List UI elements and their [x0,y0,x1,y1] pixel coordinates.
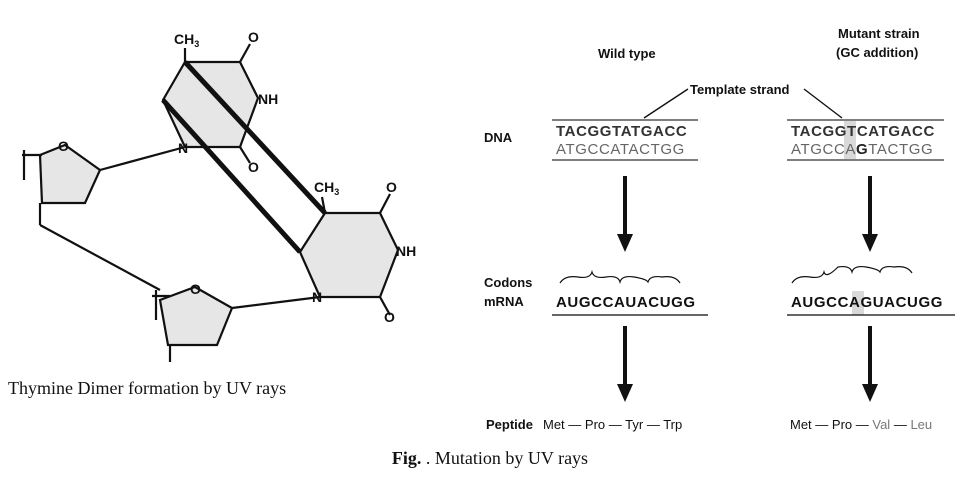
mutant-dna-bottom: ATGCCAGTACTGG [791,141,933,158]
mutation-highlight [844,121,856,159]
left-caption: Thymine Dimer formation by UV rays [8,378,287,398]
mutant-heading-line2: (GC addition) [836,45,918,60]
dna-label: DNA [484,130,513,145]
mutation-highlight [852,291,864,315]
figure-caption: Fig. . Mutation by UV rays [0,448,980,469]
codon-braces [559,265,913,285]
atom-labels: CH3 O NH N O O CH3 O NH N O O [58,29,416,325]
ch3-label: CH3 [314,179,339,197]
upper-sugar-ring [38,143,102,205]
sugar-o-label: O [58,138,69,154]
wild-dna-bottom: ATGCCATACTGG [556,141,685,158]
wild-type-heading: Wild type [598,46,656,61]
upper-thymine-ring [161,60,260,149]
mutant-mrna: AUGCCAGUACUGG [791,294,943,311]
lower-thymine-ring [298,211,400,299]
wild-dna-top: TACGGTATGACC [556,123,687,140]
figure-caption-text: . Mutation by UV rays [421,448,589,468]
nh-label: NH [396,243,416,259]
thymine-dimer-structure [22,43,400,362]
o-label: O [384,309,395,325]
o-label: O [386,179,397,195]
mrna-label: mRNA [484,294,524,309]
n-label: N [312,289,322,305]
arrows [617,176,878,402]
mutant-heading-line1: Mutant strain [838,26,920,41]
mrna-rows: AUGCCAUACUGG AUGCCAGUACUGG [552,291,955,316]
cyclobutane-bond [183,60,327,215]
n-label: N [178,140,188,156]
mutation-panel: Wild type Mutant strain (GC addition) Te… [484,26,920,432]
peptide-rows: Met — Pro — Tyr — Trp Met — Pro — Val — … [543,417,932,432]
codons-label: Codons [484,275,532,290]
wild-mrna: AUGCCAUACUGG [556,294,696,311]
mutant-dna-top: TACGGTCATGACC [791,123,935,140]
cyclobutane-bond [161,98,302,254]
mutant-peptide: Met — Pro — Val — Leu [790,417,932,432]
figure-caption-label: Fig. [391,448,422,468]
o-label: O [248,29,259,45]
sugar-o-label: O [190,281,201,297]
wild-dna: TACGGTATGACC ATGCCATACTGG [552,119,698,161]
mutant-dna: TACGGTCATGACC ATGCCAGTACTGG [787,119,944,161]
wild-peptide: Met — Pro — Tyr — Trp [543,417,682,432]
nh-label: NH [258,91,278,107]
o-label: O [248,159,259,175]
ch3-label: CH3 [174,31,199,49]
template-strand-label: Template strand [690,82,790,97]
template-pointers [643,88,843,119]
peptide-label: Peptide [486,417,533,432]
lower-sugar-ring [158,285,234,347]
